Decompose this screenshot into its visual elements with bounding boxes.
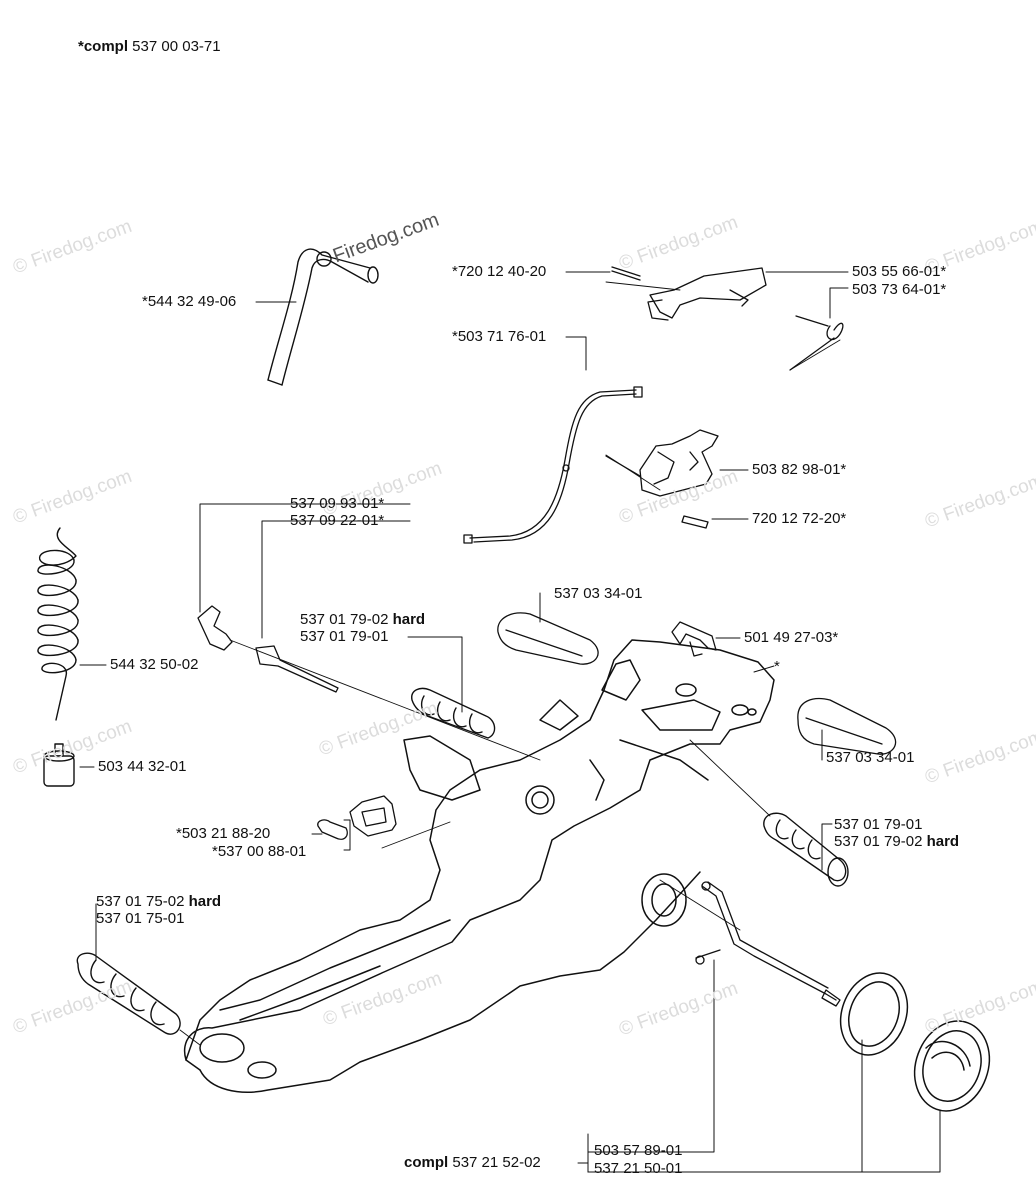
- part-label: *503 21 88-20: [176, 825, 271, 842]
- part-label: 537 03 34-01: [826, 749, 915, 766]
- bracket-part: [317, 795, 397, 840]
- damper-part-bottom: [76, 952, 181, 1035]
- part-label: 537 09 22-01*: [290, 512, 385, 529]
- valve-part: [197, 605, 339, 693]
- assembly-number: *compl 537 00 03-71: [78, 38, 221, 56]
- part-label: 720 12 72-20*: [752, 510, 847, 527]
- part-label: 503 73 64-01*: [852, 281, 947, 298]
- clip-part: [671, 621, 717, 657]
- part-label: 537 03 34-01: [554, 585, 643, 602]
- fuel-filter-part: [43, 743, 75, 787]
- strap-part: [695, 881, 841, 1007]
- part-label: 544 32 50-02: [110, 656, 199, 673]
- part-number: 537 01 79-02: [300, 611, 389, 628]
- part-label: 503 44 32-01: [98, 758, 187, 775]
- fuel-hose-part: [267, 248, 379, 386]
- handle-cover-part: [497, 612, 897, 755]
- part-number: 537 01 75-02: [96, 893, 185, 910]
- part-number: 537 01 79-02: [834, 833, 923, 850]
- part-label: 503 82 98-01*: [752, 461, 847, 478]
- throttle-cable-part: [463, 386, 643, 544]
- part-label: *503 71 76-01: [452, 328, 547, 345]
- part-label: *720 12 40-20: [452, 263, 547, 280]
- hard-note: hard: [388, 611, 426, 628]
- part-label: 501 49 27-03*: [744, 629, 839, 646]
- part-label: 503 55 66-01*: [852, 263, 947, 280]
- hard-note: hard: [184, 893, 222, 910]
- damper-part-left: [411, 687, 496, 739]
- throttle-trigger-part: [611, 266, 844, 371]
- part-label: 537 01 79-01: [300, 628, 389, 645]
- cap-gasket-part: [839, 972, 991, 1112]
- part-label: *544 32 49-06: [142, 293, 237, 310]
- part-label: *537 00 88-01: [212, 843, 307, 860]
- part-label: 537 01 75-01: [96, 910, 185, 927]
- assembly-number-text: 537 00 03-71: [128, 38, 221, 55]
- part-label: 537 21 50-01: [594, 1160, 683, 1177]
- axis-lines: [179, 281, 841, 1046]
- part-number: 537 21 52-02: [448, 1154, 541, 1171]
- part-label: 537 01 79-01: [834, 816, 923, 833]
- part-label: *: [774, 658, 780, 675]
- spring-coil-part: [37, 527, 79, 721]
- part-label: 503 57 89-01: [594, 1142, 683, 1159]
- tank-body-part: [183, 639, 775, 1093]
- part-label: compl 537 21 52-02: [404, 1154, 541, 1172]
- part-label: 537 01 79-02 hard: [300, 611, 425, 629]
- hard-note: hard: [922, 833, 960, 850]
- damper-part-right: [763, 812, 849, 887]
- assembly-prefix: *compl: [78, 38, 129, 55]
- compl-prefix: compl: [404, 1154, 449, 1171]
- part-label: 537 09 93-01*: [290, 495, 385, 512]
- part-label: 537 01 75-02 hard: [96, 893, 221, 911]
- throttle-lockout-part: [605, 429, 719, 529]
- part-label: 537 01 79-02 hard: [834, 833, 959, 851]
